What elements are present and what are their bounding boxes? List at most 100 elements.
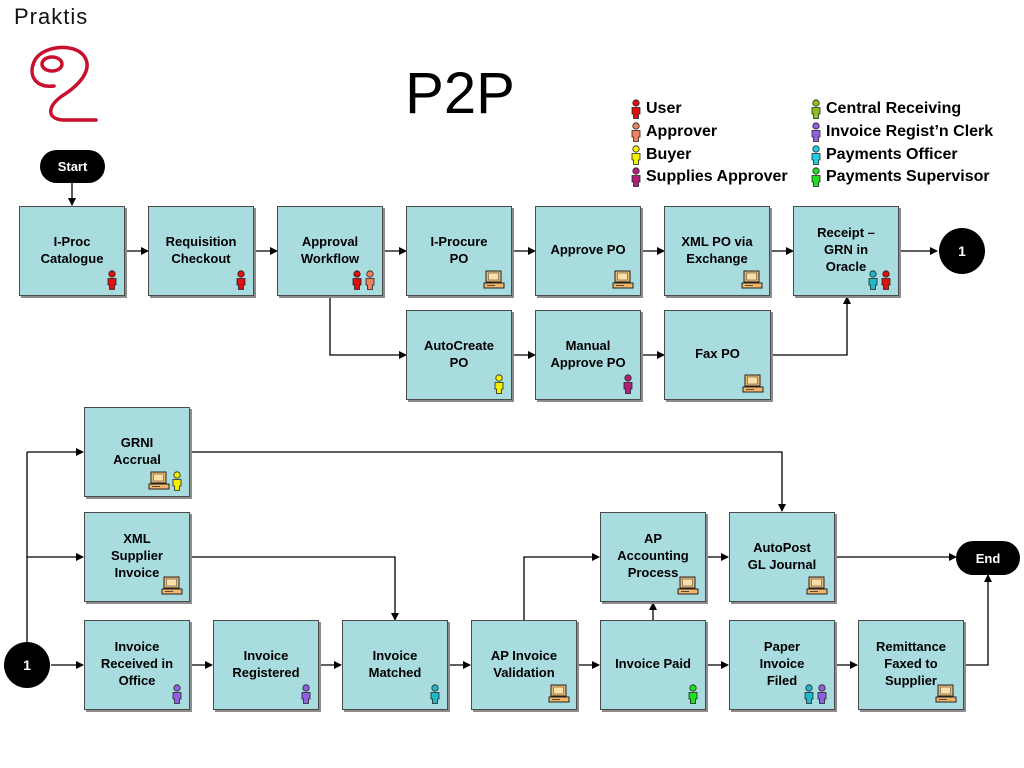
role-icons [806,576,828,596]
process-invoice-received: Invoice Received in Office [84,620,190,710]
box-label: I-Proc Catalogue [40,233,104,266]
role-icons [548,684,570,704]
role-icons [867,270,892,290]
box-label: XML Supplier Invoice [110,531,163,580]
computer-icon [148,471,170,491]
process-iproc-catalogue: I-Proc Catalogue [19,206,125,296]
brand-name: Praktis [14,4,89,29]
buyer-icon-yellow [493,374,505,394]
payments-supervisor-icon-green [687,684,699,704]
legend-item: Payments Supervisor [810,166,993,189]
process-iprocure-po: I-Procure PO [406,206,512,296]
payments-officer-icon-teal [803,684,815,704]
box-label: Invoice Matched [368,647,422,680]
process-xml-supplier-invoice: XML Supplier Invoice [84,512,190,602]
computer-icon [806,576,828,596]
role-icons [677,576,699,596]
role-icons [235,270,247,290]
process-approve-po: Approve PO [535,206,641,296]
legend-label: Buyer [646,145,692,163]
process-receipt-grn: Receipt – GRN in Oracle [793,206,899,296]
box-label: XML PO via Exchange [681,233,753,266]
legend-label: Central Receiving [826,100,962,118]
computer-icon [161,576,183,596]
person-icon [811,99,821,120]
computer-icon [742,374,764,394]
clerk-icon-purple [300,684,312,704]
process-autocreate-po: AutoCreate PO [406,310,512,400]
role-icons [148,471,183,491]
box-label: Fax PO [695,346,740,361]
computer-icon [677,576,699,596]
person-icon [631,145,641,165]
box-label: Receipt – GRN in Oracle [817,225,875,274]
legend-item: Payments Officer [810,143,993,166]
process-manual-approve-po: Manual Approve PO [535,310,641,400]
process-grni-accrual: GRNI Accrual [84,407,190,497]
process-invoice-registered: Invoice Registered [213,620,319,710]
box-label: AutoCreate PO [423,337,495,370]
role-icons [106,270,118,290]
person-icon [811,145,821,165]
role-icons [687,684,699,704]
role-icons [742,374,764,394]
role-icons [612,270,634,290]
arrow-validation-to-accounting [523,553,600,620]
computer-icon [483,270,505,290]
arrow-grni-to-autopost [190,451,786,512]
box-label: I-Procure PO [430,233,488,266]
box-label: AP Invoice Validation [490,647,558,680]
role-icons [741,270,763,290]
role-icons [351,270,376,290]
box-label: Paper Invoice Filed [759,639,805,688]
payments-officer-icon-teal [429,684,441,704]
person-icon [631,167,641,188]
arrow-fax-to-receipt [771,296,851,356]
buyer-icon-yellow [171,471,183,491]
legend-label: Supplies Approver [646,168,788,186]
process-approval-workflow: Approval Workflow [277,206,383,296]
computer-icon [612,270,634,290]
legend-label: Invoice Regist’n Clerk [826,123,994,141]
user-icon-red [106,270,118,290]
box-label: Approve PO [550,242,626,257]
role-icons [483,270,505,290]
box-label: Invoice Paid [615,656,691,671]
legend-label: User [646,100,682,118]
clerk-icon-purple [171,684,183,704]
computer-icon [548,684,570,704]
role-icons [803,684,828,704]
praktis-logo [30,45,98,122]
arrow-xml-invoice-to-matched [190,556,399,621]
connector-1-out: 1 [939,228,985,274]
process-ap-invoice-validation: AP Invoice Validation [471,620,577,710]
approver-icon-salmon [364,270,376,290]
person-icon [811,122,821,142]
box-label: Manual Approve PO [550,337,626,370]
box-label: Requisition Checkout [165,233,237,266]
legend-item: Approver [630,121,788,144]
legend-item: Invoice Regist’n Clerk [810,121,993,144]
person-icon [631,122,641,142]
box-label: GRNI Accrual [113,435,161,467]
box-label: Remittance Faxed to Supplier [875,639,947,688]
process-invoice-matched: Invoice Matched [342,620,448,710]
role-icons [300,684,312,704]
arrow-approval-to-autocreate [329,296,407,359]
box-label: AP Accounting Process [617,531,689,580]
legend-label: Payments Officer [826,145,958,163]
page-title: P2P [405,61,515,126]
role-icons [171,684,183,704]
connector-1-in: 1 [4,642,50,688]
process-xml-po-exchange: XML PO via Exchange [664,206,770,296]
box-label: Invoice Registered [232,647,300,680]
process-invoice-paid: Invoice Paid [600,620,706,710]
start-terminal: Start [40,150,105,183]
computer-icon [935,684,957,704]
box-label: Approval Workflow [300,233,360,266]
payments-officer-icon-teal [867,270,879,290]
legend-label: Approver [646,123,718,141]
